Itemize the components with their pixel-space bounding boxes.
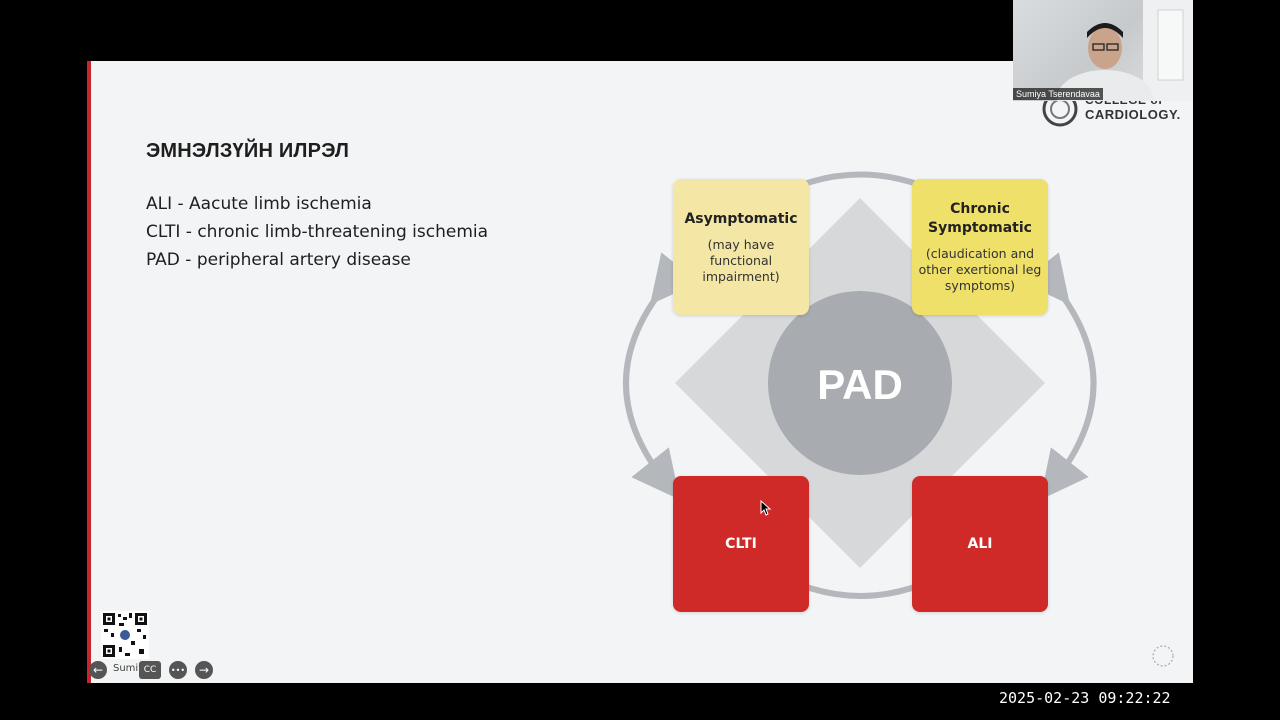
more-options-button[interactable]: •••: [169, 661, 187, 679]
qr-code-icon: [101, 611, 149, 659]
bullet-pad: PAD - peripheral artery disease: [146, 250, 411, 270]
presentation-slide: ЭМНЭЛЗҮЙН ИЛРЭЛ ALI - Aacute limb ischem…: [87, 61, 1193, 683]
slide-title: ЭМНЭЛЗҮЙН ИЛРЭЛ: [146, 140, 350, 162]
brand-line2: CARDIOLOGY.: [1085, 107, 1181, 122]
bullet-ali: ALI - Aacute limb ischemia: [146, 194, 372, 214]
next-slide-button[interactable]: →: [195, 661, 213, 679]
more-icon: •••: [170, 665, 186, 675]
presenter-video-icon: [1057, 0, 1193, 101]
webcam-thumbnail[interactable]: Sumiya Tserendavaa: [1013, 0, 1193, 101]
previous-slide-button[interactable]: ←: [89, 661, 107, 679]
box-chronic-title: Chronic Symptomatic: [928, 201, 1032, 236]
slide-accent-bar: [87, 61, 91, 683]
box-chronic-symptomatic: Chronic Symptomatic (claudication and ot…: [912, 179, 1048, 315]
box-asymptomatic: Asymptomatic (may have functional impair…: [673, 179, 809, 315]
toolbar-name-fragment: Sumiya: [113, 663, 151, 674]
arrow-right: [1021, 252, 1097, 500]
box-chronic-subtitle: (claudication and other exertional leg s…: [918, 246, 1042, 293]
mouse-cursor-icon: [760, 500, 772, 516]
box-ali-title: ALI: [967, 535, 993, 552]
participant-name: Sumiya Tserendavaa: [1013, 88, 1103, 100]
box-clti-title: CLTI: [725, 535, 757, 552]
center-circle: [768, 291, 952, 475]
loading-spinner-icon: [1152, 645, 1174, 667]
recording-timestamp: 2025-02-23 09:22:22: [999, 689, 1171, 707]
box-asymptomatic-title: Asymptomatic: [684, 210, 798, 227]
cc-label: CC: [143, 665, 157, 675]
box-asymptomatic-subtitle: (may have functional impairment): [702, 236, 780, 284]
box-clti: CLTI: [673, 476, 809, 612]
center-label: PAD: [817, 361, 903, 408]
arrow-right-icon: →: [198, 663, 210, 677]
box-ali: ALI: [912, 476, 1048, 612]
arrow-left: [623, 252, 699, 500]
arrow-left-icon: ←: [92, 663, 104, 677]
bullet-clti: CLTI - chronic limb-threatening ischemia: [146, 222, 489, 242]
closed-captions-button[interactable]: CC: [139, 661, 161, 679]
